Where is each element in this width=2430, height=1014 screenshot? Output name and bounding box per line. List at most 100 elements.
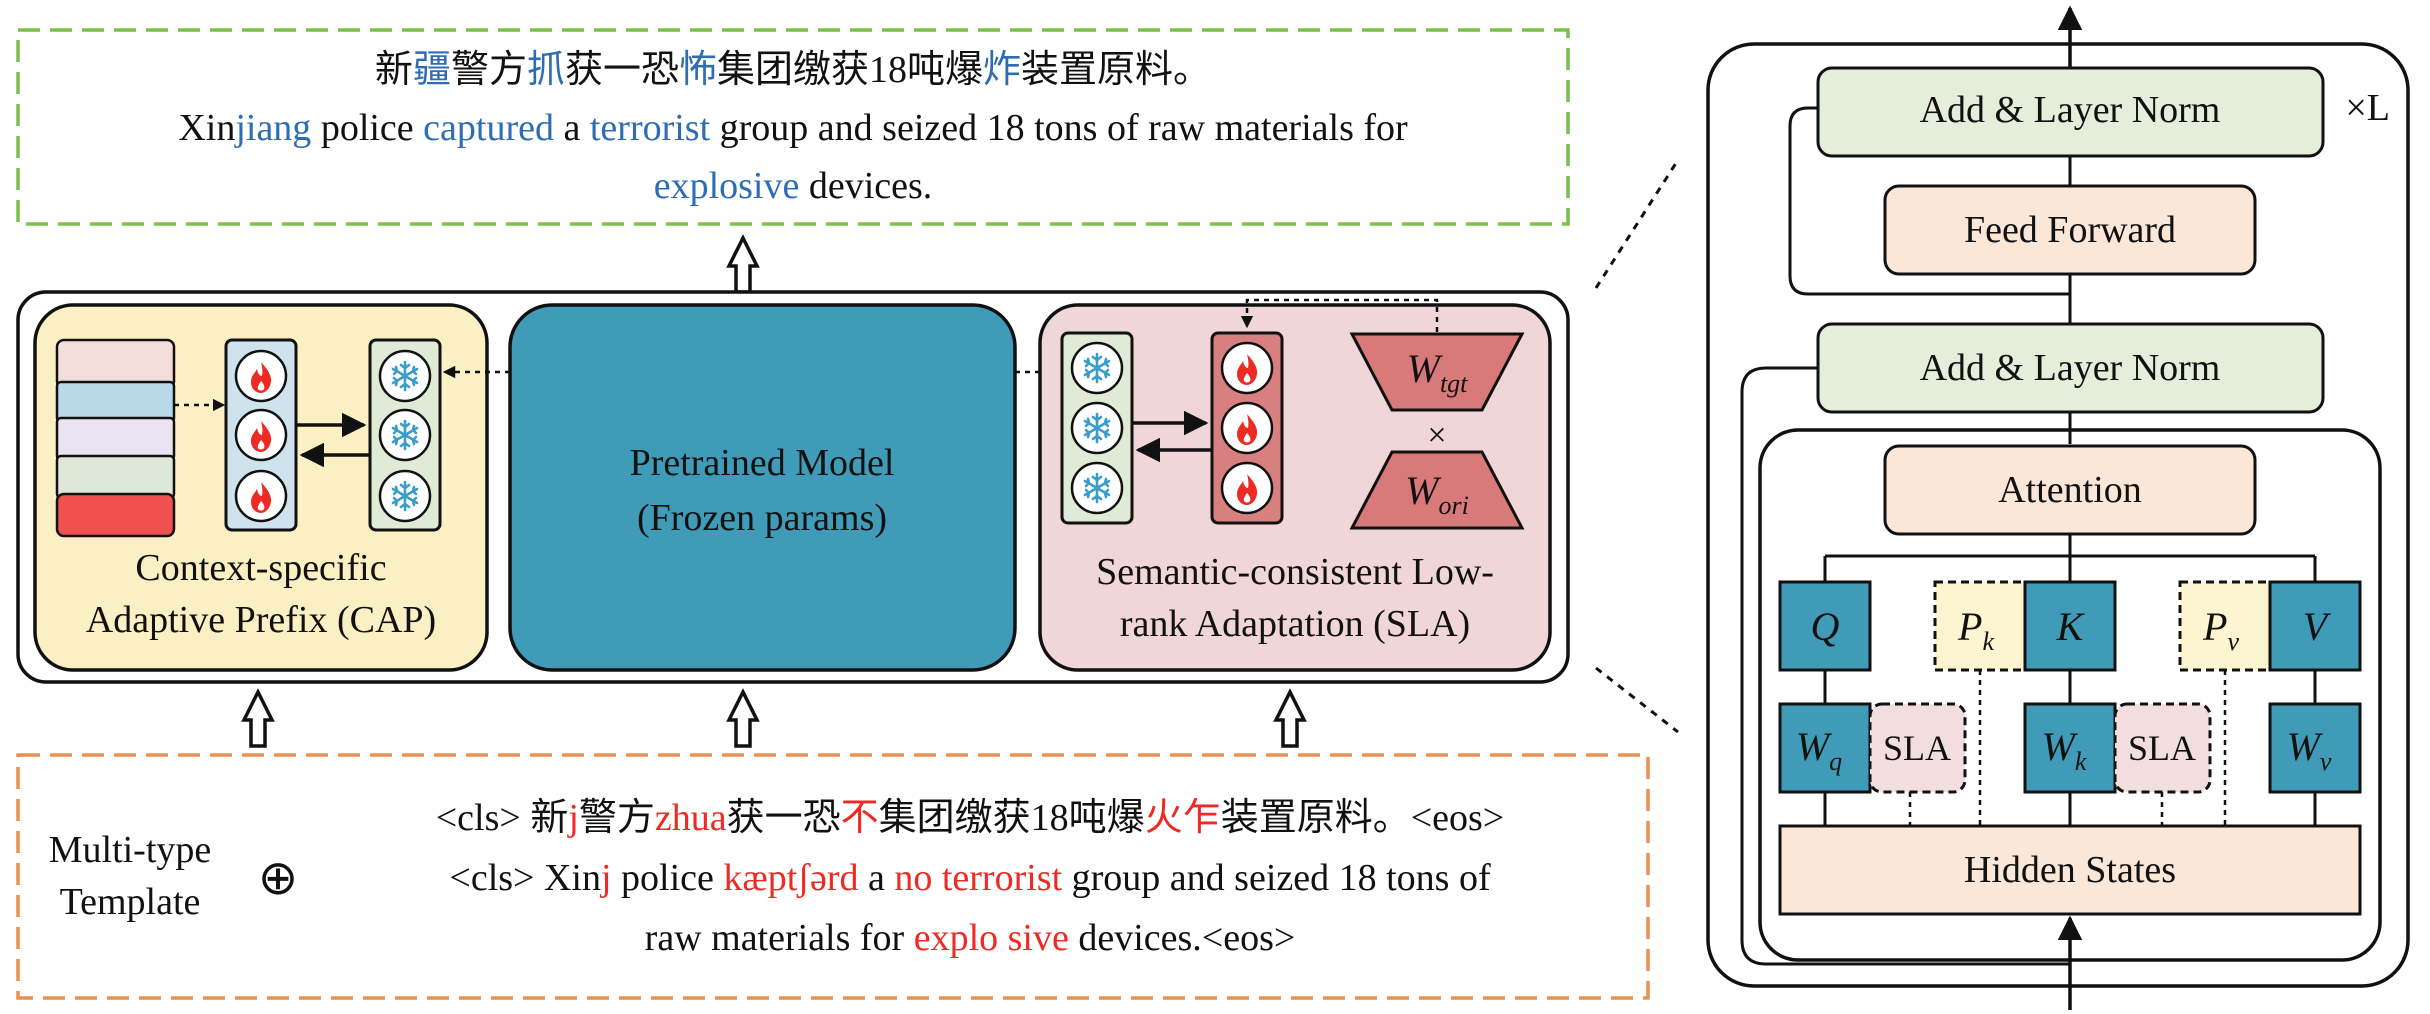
circled-plus-icon: ⊕: [258, 850, 298, 906]
template-box: [16, 753, 1650, 1000]
sentence-segment: 怖: [679, 49, 717, 91]
sentence-segment: explo sive: [914, 917, 1069, 959]
fire-icon: [234, 349, 288, 403]
add-norm-top-label: Add & Layer Norm: [1920, 89, 2221, 131]
add-norm-bottom-label: Add & Layer Norm: [1920, 347, 2221, 389]
pretrained-label-line-2: (Frozen params): [637, 497, 887, 539]
w-ori-matrix: [1349, 450, 1525, 530]
sla-label-line-1: Semantic-consistent Low-: [1096, 551, 1494, 593]
template-chinese-sentence: <cls> 新j警方zhua获一恐不集团缴获18吨爆火乍装置原料。<eos>: [436, 797, 1504, 839]
hidden-states-label: Hidden States: [1964, 849, 2176, 891]
snowflake-icon: [378, 408, 432, 462]
snowflake-icon: [378, 469, 432, 523]
sentence-segment: devices.: [799, 165, 932, 207]
prefix-key-box: [1933, 580, 2027, 672]
sentence-segment: 抓: [527, 49, 565, 91]
sla-module: Wtgt × Wori Semantic-consistent Low- ran…: [1038, 298, 1552, 672]
up-arrow-icon: [727, 690, 759, 748]
fire-icon: [234, 408, 288, 462]
w-tgt-matrix: [1349, 332, 1525, 412]
sentence-segment: devices.<eos>: [1069, 917, 1295, 959]
sentence-segment: a: [858, 857, 894, 899]
wq-label: Wq: [1796, 724, 1842, 776]
wk-box: [2023, 702, 2117, 794]
sentence-segment: j: [599, 857, 612, 899]
sentence-segment: 警方: [579, 797, 655, 839]
sentence-segment: jiang: [233, 107, 311, 149]
output-sentence-box: [16, 28, 1570, 226]
sentence-segment: 装置原料。: [1021, 49, 1211, 91]
prefix-key-label: Pk: [1957, 604, 1994, 656]
sentence-segment: 疆: [413, 49, 451, 91]
repeat-label: ×L: [2345, 87, 2390, 129]
snowflake-icon: [1070, 401, 1124, 455]
value-label: V: [2303, 604, 2332, 649]
cap-label-line-1: Context-specific: [135, 547, 386, 589]
cap-module: Context-specific Adaptive Prefix (CAP): [33, 303, 489, 672]
template-english-line-2: raw materials for explo sive devices.<eo…: [645, 917, 1296, 959]
sentence-segment: captured: [423, 107, 554, 149]
template-label-line-1: Multi-type: [49, 829, 212, 871]
key-box: [2023, 580, 2117, 672]
fire-icon: [1220, 341, 1274, 395]
sentence-segment: explosive: [654, 165, 800, 207]
transformer-block: ×L Add & Layer Norm Feed Forward Add & L…: [1706, 5, 2410, 1010]
sentence-segment: <cls> Xin: [449, 857, 601, 899]
sentence-segment: 集团缴获18吨爆: [879, 797, 1145, 839]
sentence-segment: 装置原料。<eos>: [1221, 797, 1505, 839]
snowflake-icon: [1070, 461, 1124, 515]
sentence-segment: group and seized 18 tons of raw material…: [710, 107, 1408, 149]
prefix-bar: [55, 416, 176, 462]
sentence-segment: <cls> 新: [436, 797, 569, 839]
wq-box: [1778, 702, 1872, 794]
sentence-segment: police: [612, 857, 724, 899]
wk-label: Wk: [2042, 724, 2087, 776]
fire-icon: [1220, 401, 1274, 455]
sentence-segment: 获一恐: [565, 49, 679, 91]
up-arrow-icon: [1274, 690, 1306, 748]
times-symbol: ×: [1427, 417, 1446, 454]
sentence-segment: Xin: [178, 107, 235, 149]
sentence-segment: a: [554, 107, 590, 149]
sentence-segment: 集团缴获18吨爆: [717, 49, 983, 91]
sla-adapter-box: [2113, 702, 2212, 794]
wv-label: Wv: [2287, 724, 2332, 776]
sentence-segment: j: [566, 797, 579, 839]
output-chinese-sentence: 新疆警方抓获一恐怖集团缴获18吨爆炸装置原料。: [375, 49, 1211, 91]
fire-icon: [1220, 461, 1274, 515]
sentence-segment: group and seized 18 tons of: [1062, 857, 1491, 899]
sentence-segment: terrorist: [590, 107, 711, 149]
prefix-bar: [55, 380, 176, 424]
template-english-line-1: <cls> Xinj police kæptʃərd a no terroris…: [449, 857, 1491, 899]
w-ori-label: Wori: [1405, 468, 1469, 520]
up-arrow-icon: [727, 236, 759, 294]
hidden-states: [1778, 824, 2362, 916]
snowflake-icon: [1070, 341, 1124, 395]
sentence-segment: 火乍: [1145, 797, 1221, 839]
query-label: Q: [1811, 604, 1840, 649]
fire-icon: [234, 469, 288, 523]
value-box: [2268, 580, 2362, 672]
query-box: [1778, 580, 1872, 672]
transformer-outer-frame: [1706, 42, 2410, 988]
sla-adapter-box: [1868, 702, 1967, 794]
prefix-bar: [55, 492, 176, 538]
sentence-segment: police: [311, 107, 423, 149]
sla-adapter-label: SLA: [2128, 728, 2196, 768]
cap-label-line-2: Adaptive Prefix (CAP): [86, 599, 436, 641]
w-tgt-label: Wtgt: [1407, 346, 1469, 398]
sentence-segment: raw materials for: [645, 917, 914, 959]
sentence-segment: 不: [841, 797, 879, 839]
attention-label: Attention: [1998, 469, 2142, 511]
prefix-value-label: Pv: [2202, 604, 2239, 656]
prefix-bar: [55, 454, 176, 500]
wv-box: [2268, 702, 2362, 794]
output-english-line-1: Xinjiang police captured a terrorist gro…: [178, 107, 1408, 149]
sentence-segment: 获一恐: [727, 797, 841, 839]
output-english-line-2: explosive devices.: [654, 165, 933, 207]
sentence-segment: kæptʃərd: [723, 857, 858, 899]
sla-adapter-label: SLA: [1883, 728, 1951, 768]
sentence-segment: 炸: [983, 49, 1021, 91]
sentence-segment: 新: [375, 49, 413, 91]
